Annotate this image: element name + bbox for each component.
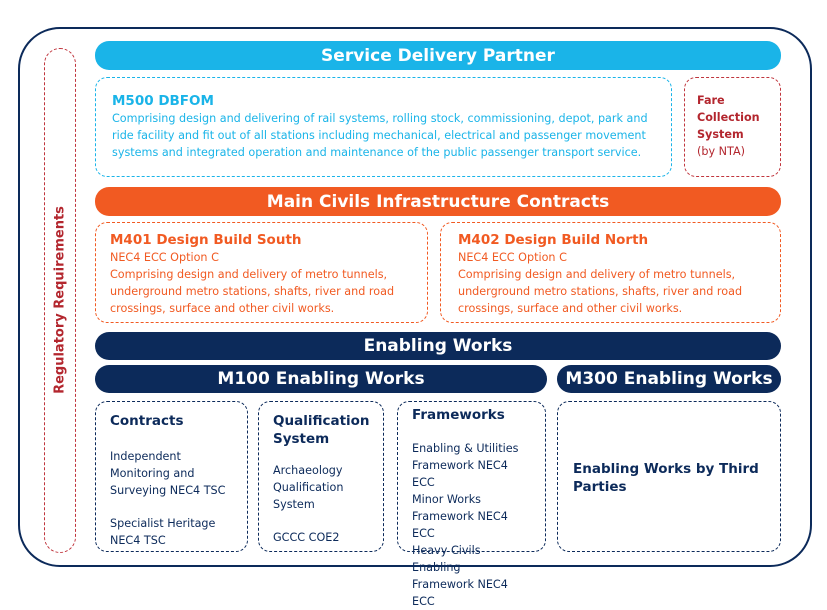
- third-parties-label: Enabling Works by Third Parties: [573, 461, 759, 495]
- m401-title: M401 Design Build South: [110, 232, 302, 248]
- m300-header: M300 Enabling Works: [557, 365, 781, 393]
- framework-item: Framework NEC4 ECC: [412, 578, 508, 608]
- m402-title: M402 Design Build North: [458, 232, 649, 248]
- contracts-box: Contracts Independent Monitoring and Sur…: [95, 401, 248, 552]
- framework-item: Heavy Civils Enabling: [412, 544, 481, 574]
- fare-line: System: [697, 128, 744, 141]
- m500-title: M500 DBFOM: [112, 93, 214, 109]
- regulatory-requirements-box: [44, 48, 76, 553]
- m402-subtitle: NEC4 ECC Option C: [458, 251, 567, 264]
- m401-subtitle: NEC4 ECC Option C: [110, 251, 219, 264]
- m500-desc: Comprising design and delivering of rail…: [112, 112, 648, 159]
- m401-box: M401 Design Build South NEC4 ECC Option …: [95, 222, 428, 323]
- framework-item: Enabling & Utilities: [412, 442, 519, 455]
- regulatory-requirements-label: Regulatory Requirements: [52, 206, 68, 394]
- enabling-works-header: Enabling Works: [95, 332, 781, 360]
- m402-desc: Comprising design and delivery of metro …: [458, 268, 743, 315]
- framework-item: Minor Works: [412, 493, 482, 506]
- framework-item: Framework NEC4 ECC: [412, 510, 508, 540]
- qualification-title: Qualification System: [273, 413, 370, 447]
- qualification-item: GCCC COE2: [273, 531, 340, 544]
- contracts-item: Independent Monitoring and Surveying NEC…: [110, 450, 226, 497]
- qualification-box: Qualification System Archaeology Qualifi…: [258, 401, 384, 552]
- m402-box: M402 Design Build North NEC4 ECC Option …: [440, 222, 781, 323]
- fare-line: Fare: [697, 94, 725, 107]
- m100-header: M100 Enabling Works: [95, 365, 547, 393]
- contracts-item: Specialist Heritage NEC4 TSC: [110, 517, 216, 547]
- fare-collection-box: Fare Collection System (by NTA): [684, 77, 781, 177]
- fare-line: Collection: [697, 111, 760, 124]
- qualification-item: Archaeology Qualification System: [273, 464, 344, 511]
- fare-line: (by NTA): [697, 145, 745, 158]
- frameworks-box: Frameworks Enabling & Utilities Framewor…: [397, 401, 546, 608]
- frameworks-title: Frameworks: [412, 407, 505, 423]
- service-delivery-partner-header: Service Delivery Partner: [95, 41, 781, 70]
- main-civils-header: Main Civils Infrastructure Contracts: [95, 187, 781, 216]
- framework-item: Framework NEC4 ECC: [412, 459, 508, 489]
- outer-frame: [18, 27, 812, 567]
- m500-box: M500 DBFOM Comprising design and deliver…: [95, 77, 672, 177]
- contracts-title: Contracts: [110, 413, 184, 429]
- third-parties-box: Enabling Works by Third Parties: [557, 401, 781, 552]
- m401-desc: Comprising design and delivery of metro …: [110, 268, 395, 315]
